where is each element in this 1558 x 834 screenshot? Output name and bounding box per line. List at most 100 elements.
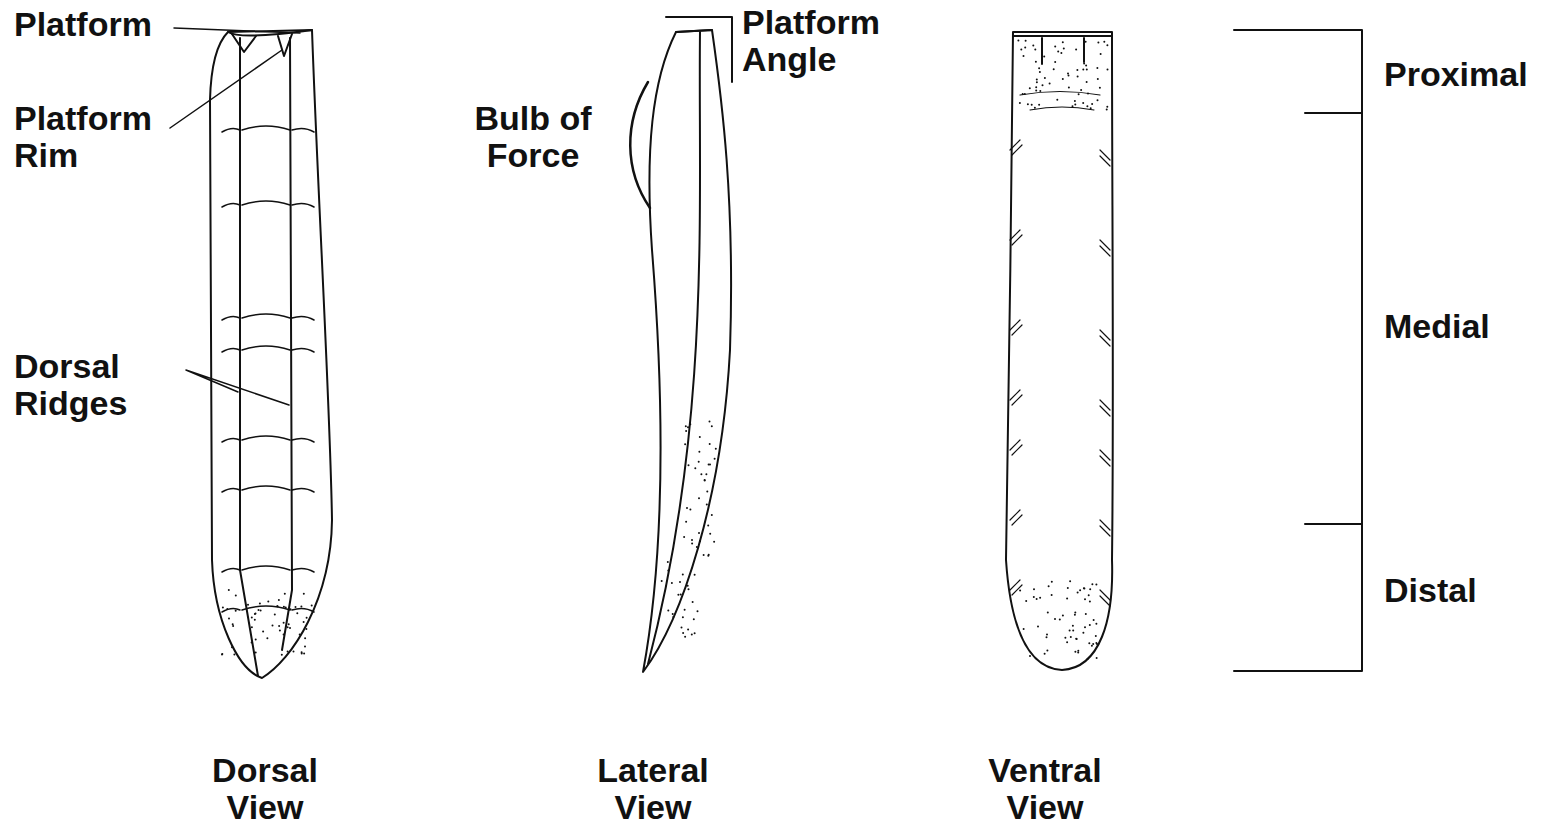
texture-dot bbox=[1054, 61, 1056, 63]
texture-dot bbox=[697, 610, 699, 612]
texture-dot bbox=[251, 642, 253, 644]
flake-scar bbox=[222, 488, 240, 492]
texture-dot bbox=[1090, 107, 1092, 109]
texture-dot bbox=[1083, 587, 1085, 589]
texture-dot bbox=[1084, 598, 1086, 600]
flake-scar bbox=[222, 608, 240, 612]
flake-scar bbox=[242, 346, 290, 350]
leader-line bbox=[170, 50, 282, 128]
texture-dot bbox=[305, 628, 307, 630]
texture-dot bbox=[1039, 90, 1041, 92]
texture-dot bbox=[1074, 614, 1076, 616]
texture-dot bbox=[1086, 81, 1088, 83]
texture-dot bbox=[278, 625, 280, 627]
part-label: Dorsal Ridges bbox=[14, 348, 184, 422]
texture-dot bbox=[711, 514, 713, 516]
texture-dot bbox=[1075, 49, 1077, 51]
texture-dot bbox=[1047, 612, 1049, 614]
texture-dot bbox=[1082, 102, 1084, 104]
texture-dot bbox=[709, 443, 711, 445]
flake-scar bbox=[222, 203, 240, 207]
texture-dot bbox=[1064, 637, 1066, 639]
texture-dot bbox=[703, 554, 705, 556]
texture-dot bbox=[1074, 100, 1076, 102]
texture-dot bbox=[1091, 645, 1093, 647]
texture-dot bbox=[1074, 651, 1076, 653]
texture-dot bbox=[231, 646, 233, 648]
texture-dot bbox=[1078, 93, 1080, 95]
texture-dot bbox=[1023, 628, 1025, 630]
texture-dot bbox=[1032, 45, 1034, 47]
texture-dot bbox=[682, 574, 684, 576]
texture-dot bbox=[1054, 45, 1056, 47]
flake-scar bbox=[1100, 400, 1110, 416]
texture-dot bbox=[694, 632, 696, 634]
texture-dot bbox=[681, 627, 683, 629]
texture-dot bbox=[1085, 64, 1087, 66]
texture-dot bbox=[247, 604, 249, 606]
texture-dot bbox=[706, 504, 708, 506]
part-label: Bulb of Force bbox=[458, 100, 608, 174]
flake-scar bbox=[242, 606, 290, 610]
texture-dot bbox=[266, 637, 268, 639]
texture-dot bbox=[1025, 40, 1027, 42]
texture-dot bbox=[1068, 87, 1070, 89]
texture-dot bbox=[284, 593, 286, 595]
texture-dot bbox=[671, 582, 673, 584]
texture-dot bbox=[1033, 588, 1035, 590]
texture-dot bbox=[677, 594, 679, 596]
texture-dot bbox=[1063, 48, 1065, 50]
texture-dot bbox=[1029, 655, 1031, 657]
texture-dot bbox=[1072, 630, 1074, 632]
texture-dot bbox=[228, 618, 230, 620]
texture-dot bbox=[709, 533, 711, 535]
texture-dot bbox=[283, 634, 285, 636]
flake-scar bbox=[1010, 140, 1022, 155]
texture-dot bbox=[1096, 67, 1098, 69]
texture-dot bbox=[687, 426, 689, 428]
texture-dot bbox=[684, 636, 686, 638]
texture-dot bbox=[295, 606, 297, 608]
flake-scar bbox=[1010, 230, 1022, 245]
flake-scar bbox=[242, 566, 290, 570]
texture-dot bbox=[1077, 652, 1079, 654]
texture-dot bbox=[692, 601, 694, 603]
texture-dot bbox=[276, 605, 278, 607]
texture-dot bbox=[259, 603, 261, 605]
flake-scar bbox=[222, 438, 240, 442]
texture-dot bbox=[301, 653, 303, 655]
texture-dot bbox=[667, 610, 669, 612]
texture-dot bbox=[699, 540, 701, 542]
texture-dot bbox=[1096, 657, 1098, 659]
texture-dot bbox=[1036, 81, 1038, 83]
flake-scar bbox=[222, 128, 240, 132]
texture-dot bbox=[296, 612, 298, 614]
texture-dot bbox=[682, 632, 684, 634]
texture-dot bbox=[696, 546, 698, 548]
texture-dot bbox=[1046, 650, 1048, 652]
texture-dot bbox=[221, 654, 223, 656]
texture-dot bbox=[1097, 78, 1099, 80]
texture-dot bbox=[1070, 636, 1072, 638]
texture-dot bbox=[262, 631, 264, 633]
flake-scar bbox=[1100, 150, 1110, 166]
texture-dot bbox=[1083, 63, 1085, 65]
texture-dot bbox=[1095, 584, 1097, 586]
texture-dot bbox=[1022, 93, 1024, 95]
texture-dot bbox=[277, 605, 279, 607]
lateral-blade bbox=[630, 17, 732, 672]
texture-dot bbox=[260, 610, 262, 612]
texture-dot bbox=[1074, 612, 1076, 614]
texture-dot bbox=[1066, 641, 1068, 643]
texture-dot bbox=[1067, 587, 1069, 589]
texture-dot bbox=[1062, 614, 1064, 616]
texture-dot bbox=[251, 626, 253, 628]
texture-dot bbox=[1051, 594, 1053, 596]
flake-scar bbox=[1010, 390, 1022, 405]
texture-dot bbox=[1019, 590, 1021, 592]
texture-dot bbox=[1041, 55, 1043, 57]
texture-dot bbox=[1089, 624, 1091, 626]
texture-dot bbox=[1082, 632, 1084, 634]
texture-dot bbox=[1086, 105, 1088, 107]
